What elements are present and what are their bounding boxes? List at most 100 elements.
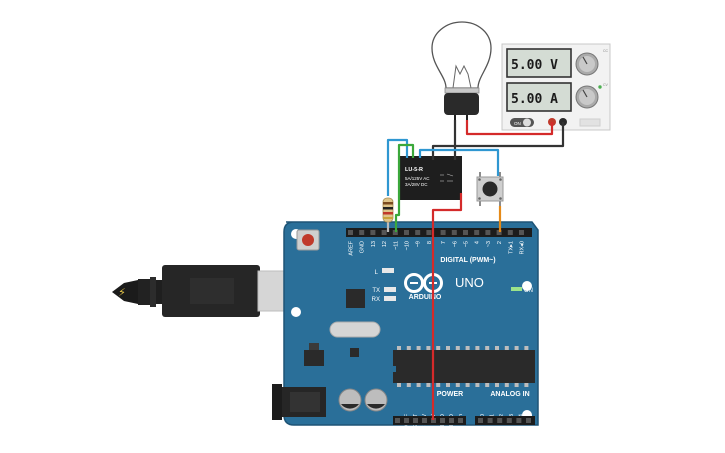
pin-hole[interactable] — [426, 230, 432, 235]
digital-pin-label: GND — [360, 241, 366, 253]
on-label: ON — [524, 288, 533, 294]
power-led: ON — [511, 287, 533, 294]
model-label: UNO — [455, 275, 484, 290]
digital-pin-label: 2 — [497, 241, 503, 244]
pin-hole[interactable] — [413, 418, 418, 423]
arduino-board[interactable]: AREF GND 13 12 ~11 ~10 ~9 8 7 ~6 ~5 4 ~3 2 TX▸1 RX◂0 DI… — [272, 221, 539, 432]
pin-hole[interactable] — [497, 418, 503, 423]
wire-blue-relay — [386, 138, 409, 196]
pin-hole[interactable] — [348, 230, 353, 235]
pin-hole[interactable] — [478, 418, 483, 423]
wires[interactable] — [386, 120, 565, 420]
capacitor — [364, 388, 388, 412]
pin-hole[interactable] — [440, 230, 446, 235]
power-supply[interactable]: 5.00 V 5.00 A CC CV ON — [501, 43, 611, 131]
logo-plate — [579, 118, 601, 127]
mount-hole — [522, 281, 532, 291]
pin-hole[interactable] — [395, 418, 400, 423]
digital-pin-label: ~9 — [416, 241, 422, 247]
wire-green-relay — [394, 143, 415, 232]
voltage-knob[interactable] — [575, 52, 599, 76]
capacitor — [338, 388, 362, 412]
pin-hole[interactable] — [526, 418, 531, 423]
pin-hole[interactable] — [519, 230, 524, 235]
current-display: 5.00 A — [511, 92, 558, 107]
led-label-rx: RX — [372, 297, 380, 303]
resistor-icon[interactable] — [382, 197, 394, 223]
usb-chip — [346, 289, 365, 308]
pin-hole[interactable] — [516, 418, 522, 423]
relay-rating-2: 3A/28V DC — [405, 182, 428, 187]
digital-pin-label: ~5 — [464, 241, 470, 247]
digital-header-label: DIGITAL (PWM~) — [440, 257, 495, 264]
pin-hole[interactable] — [458, 418, 463, 423]
crystal-oscillator — [329, 321, 381, 338]
led-indicators: L TX RX — [372, 268, 396, 303]
power-header-label: POWER — [437, 391, 463, 398]
pin-hole[interactable] — [463, 230, 468, 235]
pin-hole[interactable] — [381, 230, 387, 235]
wire-red-bulb-psu — [465, 120, 554, 136]
pin-hole[interactable] — [451, 230, 457, 235]
wire-red-5v — [431, 193, 463, 420]
pin-hole[interactable] — [422, 418, 427, 423]
digital-pin-label: 4 — [475, 241, 481, 244]
mount-hole — [291, 307, 301, 317]
pin-hole[interactable] — [392, 230, 398, 235]
digital-pin-label: RX◂0 — [520, 241, 526, 254]
power-switch[interactable]: ON — [510, 118, 534, 127]
pin-hole[interactable] — [404, 230, 409, 235]
pin-hole[interactable] — [485, 230, 491, 235]
digital-pin-label: ~10 — [405, 241, 411, 250]
pin-hole[interactable] — [440, 418, 445, 423]
pin-hole[interactable] — [431, 418, 436, 423]
pin-hole[interactable] — [370, 230, 376, 235]
knob-tiny-label-cv: CV — [603, 83, 609, 87]
relay-rating-1: 5A/125V AC — [405, 176, 430, 181]
dc-power-jack[interactable] — [272, 384, 326, 420]
relay-model: LU-5-R — [405, 167, 423, 173]
pin-hole[interactable] — [415, 230, 421, 235]
reset-button[interactable] — [296, 229, 320, 251]
cv-led — [598, 85, 602, 89]
brand-label: ARDUINO — [409, 294, 442, 301]
pin-hole[interactable] — [487, 418, 493, 423]
power-header[interactable] — [393, 416, 466, 425]
usb-cable-icon[interactable]: ⚡ — [112, 265, 295, 317]
current-knob[interactable] — [575, 85, 599, 109]
microcontroller-chip — [390, 346, 535, 387]
analog-header[interactable] — [475, 416, 535, 425]
knob-tiny-label-cc: CC — [603, 49, 609, 53]
digital-pin-label: 7 — [441, 241, 447, 244]
power-switch-label: ON — [514, 121, 521, 126]
digital-pin-label: ~11 — [393, 241, 399, 250]
wire-blue-button — [418, 148, 500, 176]
pin-hole[interactable] — [449, 418, 454, 423]
pin-hole[interactable] — [404, 418, 409, 423]
led-label-tx: TX — [372, 288, 380, 294]
digital-pin-label: 12 — [382, 241, 388, 247]
digital-pin-label: AREF — [349, 240, 355, 255]
lightbulb-icon[interactable] — [431, 21, 492, 120]
pushbutton-icon[interactable] — [476, 172, 504, 206]
pin-hole[interactable] — [359, 230, 365, 235]
small-chip — [350, 348, 359, 357]
wire-black-psu-relay — [431, 122, 565, 160]
pin-hole[interactable] — [496, 230, 502, 235]
svg-text:⚡: ⚡ — [118, 286, 126, 299]
digital-header[interactable] — [346, 228, 532, 237]
pin-hole[interactable] — [506, 418, 512, 423]
voltage-display: 5.00 V — [511, 58, 558, 73]
digital-pin-label: 8 — [427, 241, 433, 244]
digital-pin-label: ~3 — [486, 241, 492, 247]
pin-hole[interactable] — [474, 230, 480, 235]
digital-pin-label: ~6 — [452, 241, 458, 247]
digital-pin-label: TX▸1 — [508, 241, 514, 254]
digital-pin-label: 13 — [371, 241, 377, 247]
voltage-regulator — [304, 350, 324, 366]
analog-header-label: ANALOG IN — [490, 391, 529, 398]
pin-hole[interactable] — [507, 230, 513, 235]
relay[interactable]: LU-5-R 5A/125V AC 3A/28V DC — [400, 156, 462, 200]
led-label-l: L — [375, 270, 379, 276]
